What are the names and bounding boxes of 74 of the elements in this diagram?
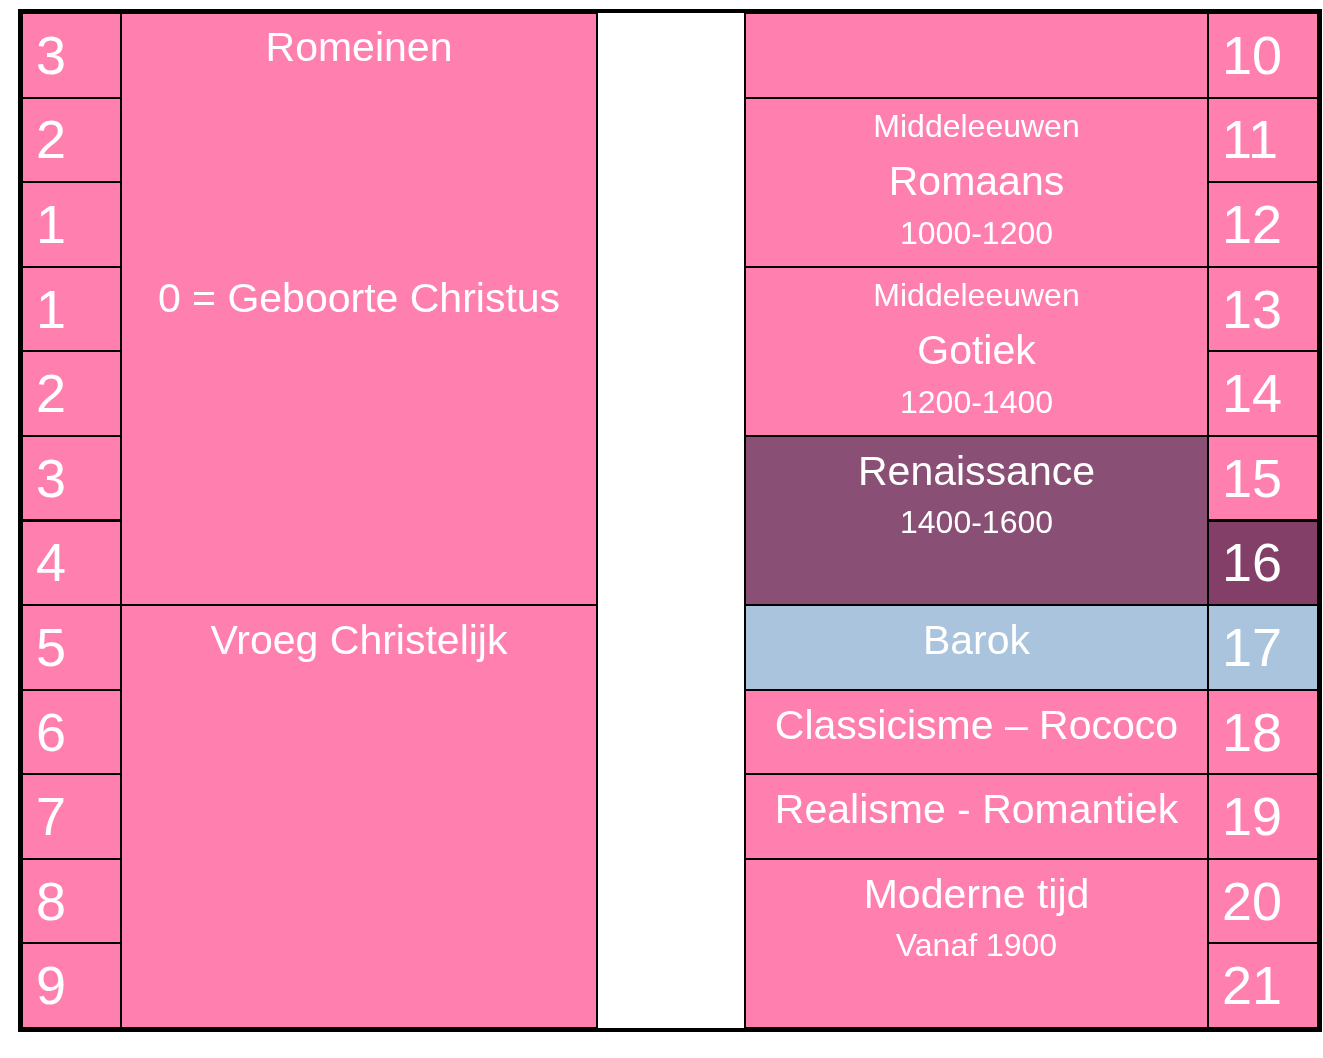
century-number: 3 [36, 446, 67, 510]
century-number: 11 [1222, 108, 1279, 172]
century-number: 17 [1222, 615, 1283, 679]
century-number: 4 [36, 531, 67, 595]
period-name: Moderne tijd [863, 869, 1090, 919]
period-name: Renaissance [858, 446, 1095, 496]
century-cell [1207, 857, 1319, 945]
century-number: 19 [1222, 785, 1283, 849]
century-cell [21, 604, 122, 691]
period-name: Gotiek [917, 325, 1036, 375]
century-number: 9 [36, 954, 67, 1018]
century-cell [1207, 181, 1319, 268]
century-cell [21, 857, 122, 945]
century-number: 3 [36, 23, 67, 87]
century-cell [21, 12, 122, 99]
period-name: Vroeg Christelijk [210, 616, 508, 666]
century-number: 1 [36, 277, 67, 341]
century-cell [1207, 519, 1319, 607]
date-range: 1200-1400 [900, 382, 1053, 422]
century-number: 8 [36, 869, 67, 933]
period-band [744, 773, 1209, 860]
century-number: 20 [1222, 869, 1283, 933]
century-cell [1207, 350, 1319, 437]
century-cell [21, 942, 122, 1029]
date-range: 1400-1600 [900, 502, 1053, 542]
date-range: 1000-1200 [900, 213, 1053, 252]
century-cell [1207, 12, 1319, 99]
period-band [744, 688, 1209, 776]
century-number: 10 [1222, 23, 1283, 87]
period-name: Romeinen [265, 23, 453, 72]
century-cell [21, 434, 122, 522]
period-band [744, 96, 1209, 268]
period-band [744, 12, 1209, 99]
century-cell [21, 519, 122, 607]
century-cell [1207, 434, 1319, 522]
era-label: Middeleeuwen [873, 106, 1080, 145]
century-cell [21, 265, 122, 353]
period-name: Barok [922, 616, 1031, 666]
century-number: 1 [36, 193, 67, 257]
century-number: 2 [36, 108, 67, 172]
century-number: 15 [1222, 446, 1283, 510]
period-band [120, 12, 598, 607]
period-band [744, 604, 1209, 691]
century-cell [1207, 688, 1319, 776]
century-number: 14 [1222, 362, 1283, 426]
century-cell [21, 350, 122, 437]
era-label: Middeleeuwen [873, 275, 1080, 315]
century-cell [21, 96, 122, 184]
century-cell [1207, 604, 1319, 691]
century-cell [21, 181, 122, 268]
period-band [120, 604, 598, 1029]
period-name: Romaans [888, 156, 1065, 206]
century-number: 18 [1222, 700, 1283, 764]
period-name: Realisme - Romantiek [774, 785, 1179, 835]
century-number: 13 [1222, 277, 1283, 341]
century-number: 7 [36, 785, 67, 849]
period-band [744, 265, 1209, 437]
century-number: 2 [36, 362, 67, 426]
century-number: 12 [1222, 193, 1283, 257]
century-cell [1207, 773, 1319, 860]
date-range: Vanaf 1900 [895, 925, 1058, 965]
century-cell [21, 773, 122, 860]
century-number: 5 [36, 615, 67, 679]
period-band [744, 434, 1209, 607]
century-cell [1207, 96, 1319, 184]
century-number: 6 [36, 700, 67, 764]
century-number: 21 [1222, 954, 1283, 1018]
century-cell [1207, 942, 1319, 1029]
period-name: Classicisme – Rococo [774, 700, 1179, 750]
century-cell [21, 688, 122, 776]
period-note: 0 = Geboorte Christus [157, 274, 561, 323]
century-number: 16 [1222, 531, 1283, 595]
period-band [744, 857, 1209, 1029]
century-cell [1207, 265, 1319, 353]
